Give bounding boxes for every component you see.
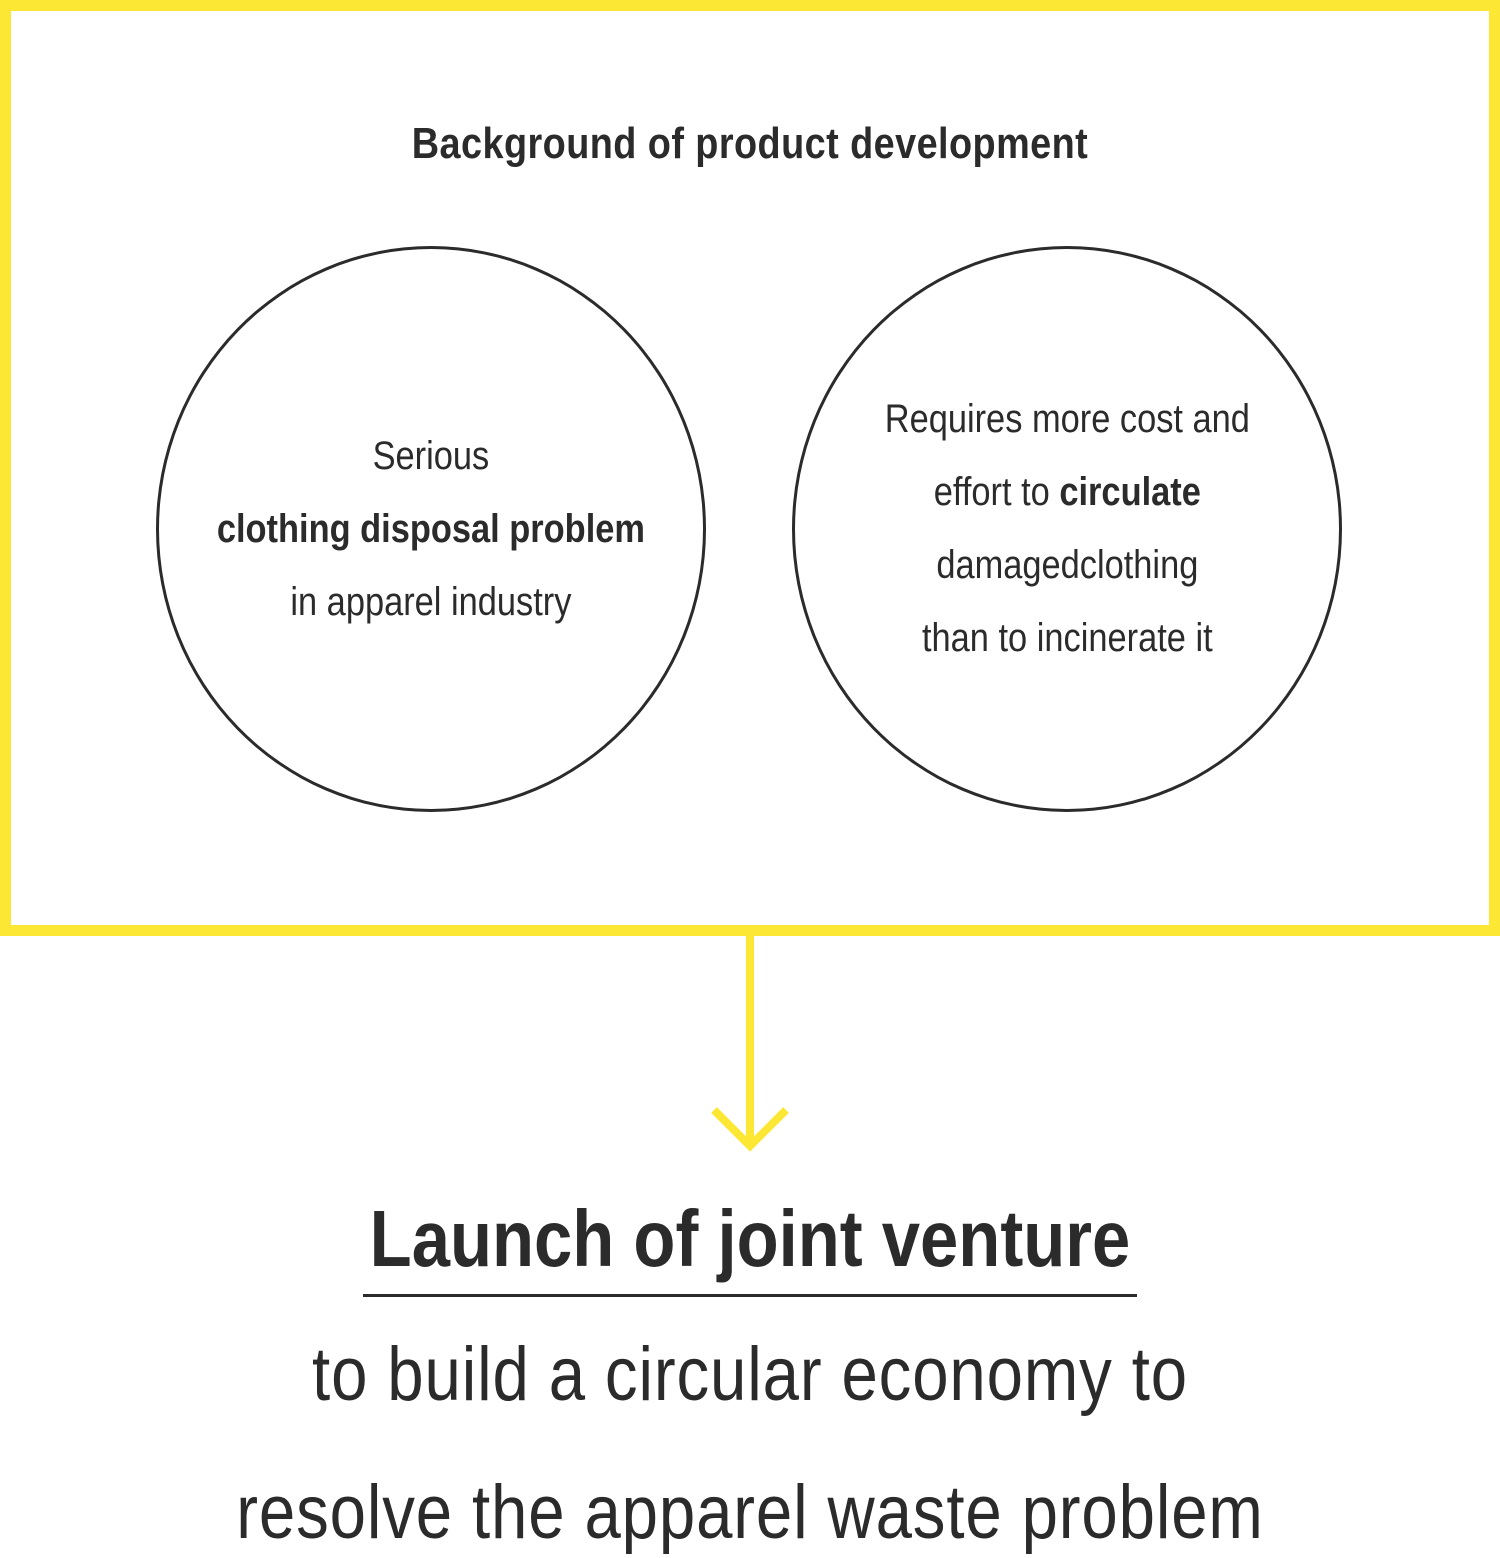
circle-disposal-problem: Serious clothing disposal problem in app… <box>156 246 706 812</box>
circle-left-line-1: Serious <box>372 433 490 478</box>
circle-right-bold: circulate <box>1059 470 1201 514</box>
circle-cost-text: Requires more cost and effort to circula… <box>884 383 1249 675</box>
arrow-head <box>711 1107 789 1152</box>
launch-headline: Launch of joint venture <box>369 1194 1131 1283</box>
circle-right-line-2-prefix: effort to <box>933 470 1060 514</box>
circle-left-bold: clothing disposal problem <box>216 506 646 551</box>
result-line-1: to build a circular economy to <box>312 1332 1188 1417</box>
background-title: Background of product development <box>411 119 1089 168</box>
circle-right-line-4: than to incinerate it <box>921 616 1213 660</box>
circle-disposal-text: Serious clothing disposal problem in app… <box>217 420 645 639</box>
circle-left-line-3: in apparel industry <box>290 579 572 624</box>
headline-underline <box>363 1294 1137 1297</box>
result-line-2: resolve the apparel waste problem <box>236 1470 1264 1555</box>
background-frame <box>0 0 1500 936</box>
circle-circulation-cost: Requires more cost and effort to circula… <box>792 246 1342 812</box>
circle-right-line-1: Requires more cost and <box>884 397 1250 441</box>
arrow-down-icon <box>711 934 789 1152</box>
circle-right-line-3: damagedclothing <box>935 543 1199 587</box>
